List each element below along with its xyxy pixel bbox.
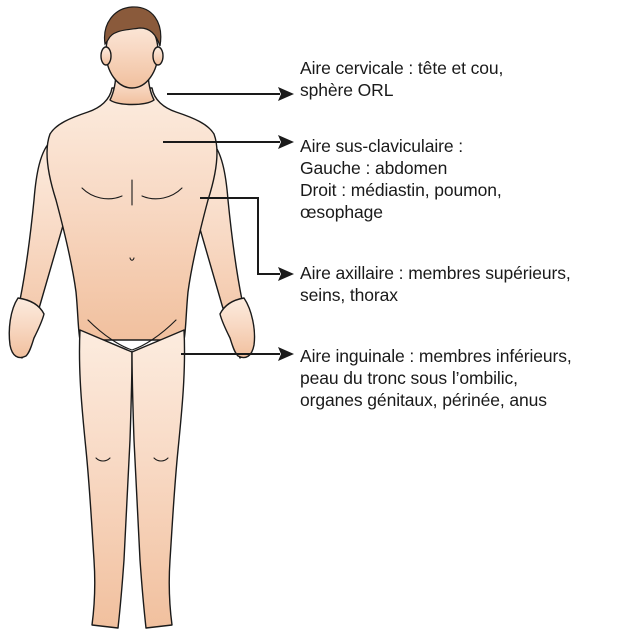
label-line: Droit : médiastin, poumon,: [300, 179, 502, 201]
label-line: sphère ORL: [300, 79, 503, 101]
arrowheads: [278, 87, 294, 361]
cervical-arrowhead: [278, 87, 294, 101]
sus-claviculaire-arrowhead: [278, 135, 294, 149]
right-leg: [132, 330, 185, 628]
label-aire-axillaire: Aire axillaire : membres supérieurs, sei…: [300, 262, 571, 306]
label-line: Aire axillaire : membres supérieurs,: [300, 262, 571, 284]
label-line: Aire cervicale : tête et cou,: [300, 57, 503, 79]
right-ear: [153, 47, 163, 65]
label-line: œsophage: [300, 201, 502, 223]
label-line: organes génitaux, périnée, anus: [300, 389, 572, 411]
label-aire-inguinale: Aire inguinale : membres inférieurs, pea…: [300, 345, 572, 411]
label-line: Aire sus-claviculaire :: [300, 135, 502, 157]
inguinale-arrowhead: [278, 347, 294, 361]
left-hand: [9, 298, 44, 358]
label-line: seins, thorax: [300, 284, 571, 306]
right-hand: [220, 298, 255, 358]
label-line: Gauche : abdomen: [300, 157, 502, 179]
label-line: Aire inguinale : membres inférieurs,: [300, 345, 572, 367]
label-line: peau du tronc sous l’ombilic,: [300, 367, 572, 389]
left-leg: [79, 330, 132, 628]
axillaire-arrowhead: [278, 267, 294, 281]
human-figure: [9, 16, 254, 628]
torso: [47, 88, 217, 340]
left-ear: [101, 47, 111, 65]
label-aire-cervicale: Aire cervicale : tête et cou, sphère ORL: [300, 57, 503, 101]
label-aire-sus-claviculaire: Aire sus-claviculaire : Gauche : abdomen…: [300, 135, 502, 223]
